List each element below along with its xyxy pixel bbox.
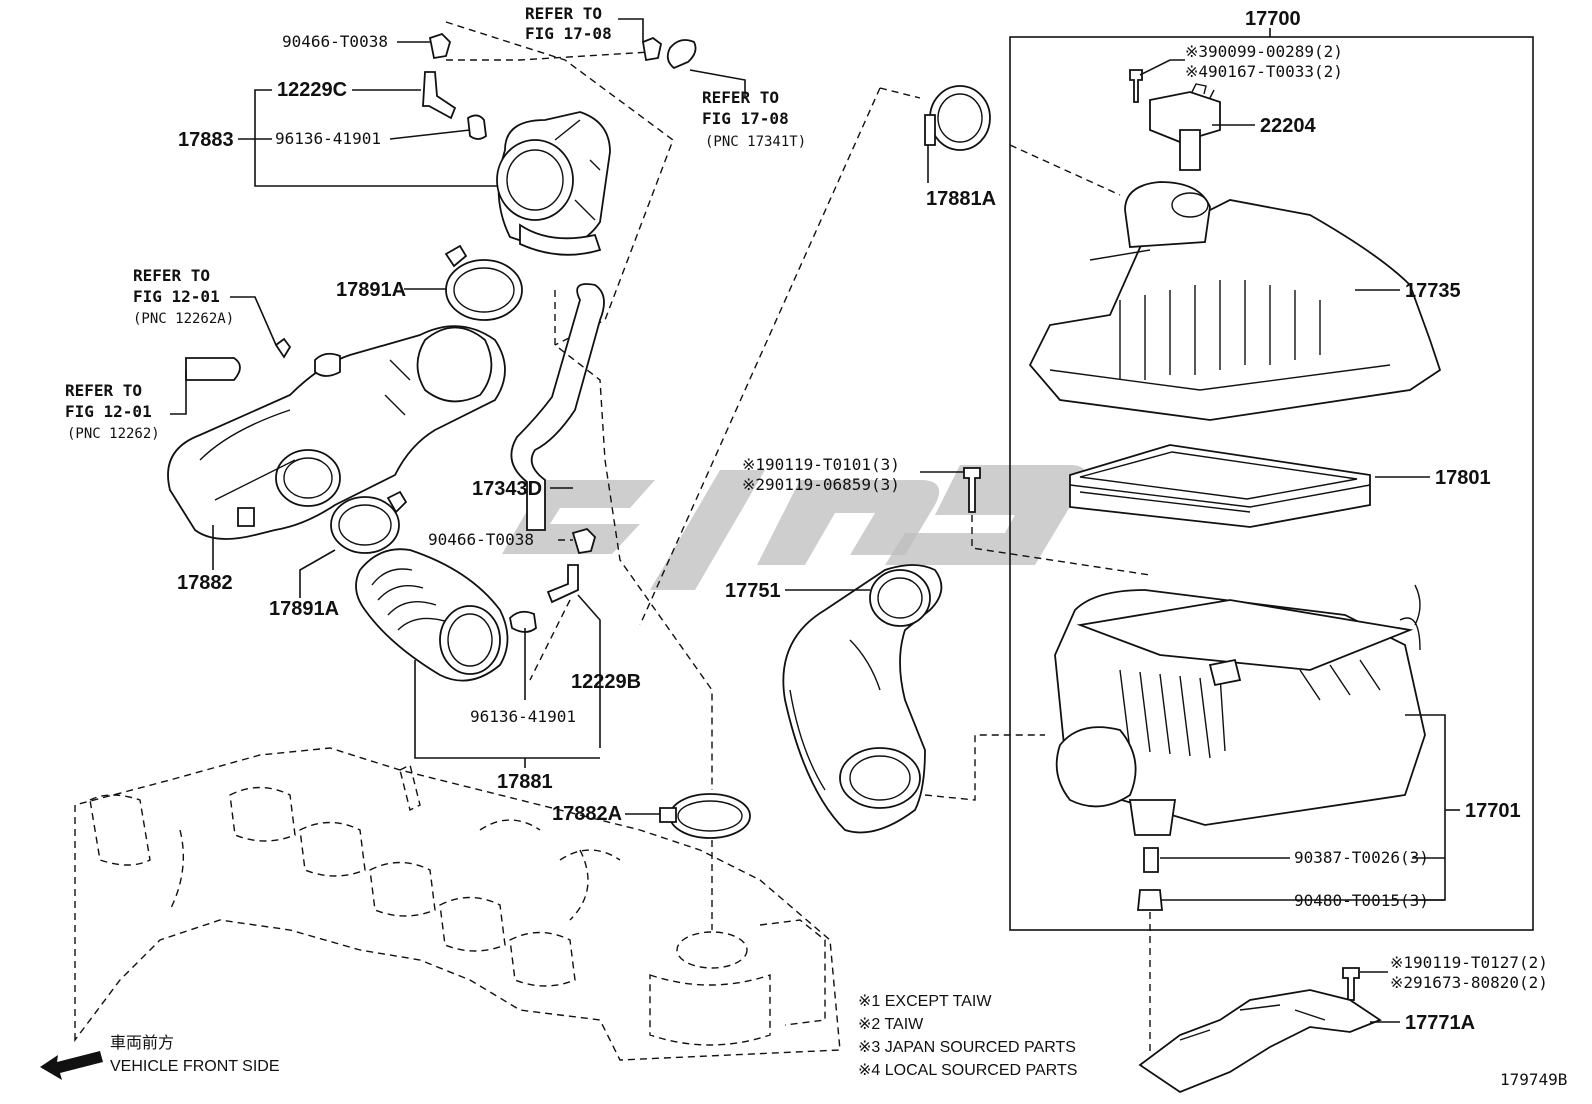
ref-fig-17-08-b: REFER TO FIG 17-08 (PNC 17341T) — [702, 88, 806, 150]
hose-clamp-17882a — [659, 793, 751, 839]
hose-path-dashed-e — [924, 734, 1045, 801]
hose-stub-top — [666, 39, 697, 70]
grommet-90387 — [1143, 847, 1159, 873]
label-96136-top: 96136-41901 — [275, 129, 381, 148]
label-17700: 17700 — [1245, 8, 1301, 30]
small-clamp-96136-bottom — [509, 610, 537, 633]
label-90466-mid: 90466-T0038 — [428, 530, 534, 549]
label-s291673: ※291673-80820(2) — [1390, 973, 1548, 992]
label-s490167: ※490167-T0033(2) — [1185, 62, 1343, 81]
inlet-duct-17751 — [782, 564, 943, 834]
svg-text:FIG 17-08: FIG 17-08 — [702, 109, 789, 128]
hose-clamp-17891a-top — [444, 244, 523, 321]
svg-text:※2 TAIW: ※2 TAIW — [858, 1016, 924, 1033]
clip-part-top-right — [641, 36, 663, 62]
label-12229b: 12229B — [571, 671, 641, 693]
engine-manifold-outline — [74, 747, 841, 1061]
label-17881: 17881 — [497, 771, 553, 793]
label-s290119: ※290119-06859(3) — [742, 475, 900, 494]
label-17801: 17801 — [1435, 467, 1491, 489]
svg-text:車両前方: 車両前方 — [110, 1034, 174, 1052]
label-12229c: 12229C — [277, 79, 347, 101]
label-s190119-bottom: ※190119-T0127(2) — [1390, 953, 1548, 972]
svg-text:FIG 12-01: FIG 12-01 — [133, 287, 220, 306]
label-17701: 17701 — [1465, 800, 1521, 822]
bolt-cleaner-case — [963, 467, 981, 513]
hose-clamp-17881a — [924, 85, 991, 151]
grommet-90480 — [1137, 889, 1163, 911]
label-17735: 17735 — [1405, 280, 1461, 302]
svg-text:※3 JAPAN SOURCED PARTS: ※3 JAPAN SOURCED PARTS — [858, 1039, 1076, 1056]
nipple-12229c — [422, 71, 457, 120]
svg-text:REFER TO: REFER TO — [133, 266, 210, 285]
clip-part-mid — [571, 527, 597, 555]
label-s190119-mid: ※190119-T0101(3) — [742, 455, 900, 474]
hose-17343d — [510, 283, 605, 531]
assembly-17700-frame — [1009, 36, 1534, 931]
label-90480: 90480-T0015(3) — [1294, 891, 1429, 910]
svg-text:(PNC 12262): (PNC 12262) — [67, 426, 160, 442]
svg-text:REFER TO: REFER TO — [702, 88, 779, 107]
svg-text:※1 EXCEPT TAIW: ※1 EXCEPT TAIW — [858, 993, 992, 1010]
arrow-left-icon — [40, 1051, 103, 1080]
svg-text:(PNC 17341T): (PNC 17341T) — [705, 134, 806, 150]
air-cleaner-cap-17735 — [1028, 181, 1442, 421]
ref-fig-12-01-b: REFER TO FIG 12-01 (PNC 12262) — [65, 381, 160, 442]
intake-connector-17883 — [496, 111, 611, 256]
svg-text:VEHICLE FRONT SIDE: VEHICLE FRONT SIDE — [110, 1058, 280, 1075]
label-90387: 90387-T0026(3) — [1294, 848, 1429, 867]
bolt-bracket — [1342, 967, 1360, 1001]
label-17771a: 17771A — [1405, 1012, 1475, 1034]
label-96136-bottom: 96136-41901 — [470, 707, 576, 726]
hose-clamp-17891a-bottom — [330, 490, 408, 554]
legend-notes: ※1 EXCEPT TAIW ※2 TAIW ※3 JAPAN SOURCED … — [858, 993, 1077, 1079]
hose-path-dashed-d — [639, 87, 1121, 626]
svg-text:(PNC 12262A): (PNC 12262A) — [133, 311, 234, 327]
svg-text:FIG 17-08: FIG 17-08 — [525, 24, 612, 43]
svg-text:REFER TO: REFER TO — [65, 381, 142, 400]
ref-fig-17-08-a: REFER TO FIG 17-08 — [525, 4, 612, 43]
svg-text:FIG 12-01: FIG 12-01 — [65, 402, 152, 421]
label-17883: 17883 — [178, 129, 234, 151]
hose-path-dashed-c — [554, 290, 713, 790]
label-22204: 22204 — [1260, 115, 1316, 137]
label-17751: 17751 — [725, 580, 781, 602]
air-duct-17882 — [167, 325, 506, 540]
vehicle-front-indicator: 車両前方 VEHICLE FRONT SIDE — [40, 1034, 280, 1080]
label-s390099: ※390099-00289(2) — [1185, 42, 1343, 61]
nipple-12229b — [546, 564, 579, 604]
label-17343d: 17343D — [472, 478, 542, 500]
small-clamp-96136-top — [467, 114, 487, 140]
ref-fig-12-01-a: REFER TO FIG 12-01 (PNC 12262A) — [133, 266, 234, 327]
air-cleaner-case-17701 — [1054, 584, 1426, 836]
svg-text:REFER TO: REFER TO — [525, 4, 602, 23]
label-90466-top: 90466-T0038 — [282, 32, 388, 51]
label-17882: 17882 — [177, 572, 233, 594]
bracket-17771a — [1138, 989, 1382, 1094]
diagram-id: 179749B — [1500, 1070, 1567, 1089]
clip-part-top — [428, 32, 452, 60]
air-flow-sensor-22204 — [1149, 83, 1221, 171]
label-17882a: 17882A — [552, 803, 622, 825]
svg-text:※4 LOCAL SOURCED PARTS: ※4 LOCAL SOURCED PARTS — [858, 1062, 1077, 1079]
hose-stub-12262 — [185, 357, 241, 381]
label-17891a-bottom: 17891A — [269, 598, 339, 620]
hose-path-dashed-b — [446, 51, 651, 61]
label-17891a-top: 17891A — [336, 279, 406, 301]
air-filter-17801 — [1069, 444, 1371, 528]
clip-12262a — [274, 337, 292, 359]
bellows-hose-17881 — [355, 548, 509, 682]
label-17881a: 17881A — [926, 188, 996, 210]
